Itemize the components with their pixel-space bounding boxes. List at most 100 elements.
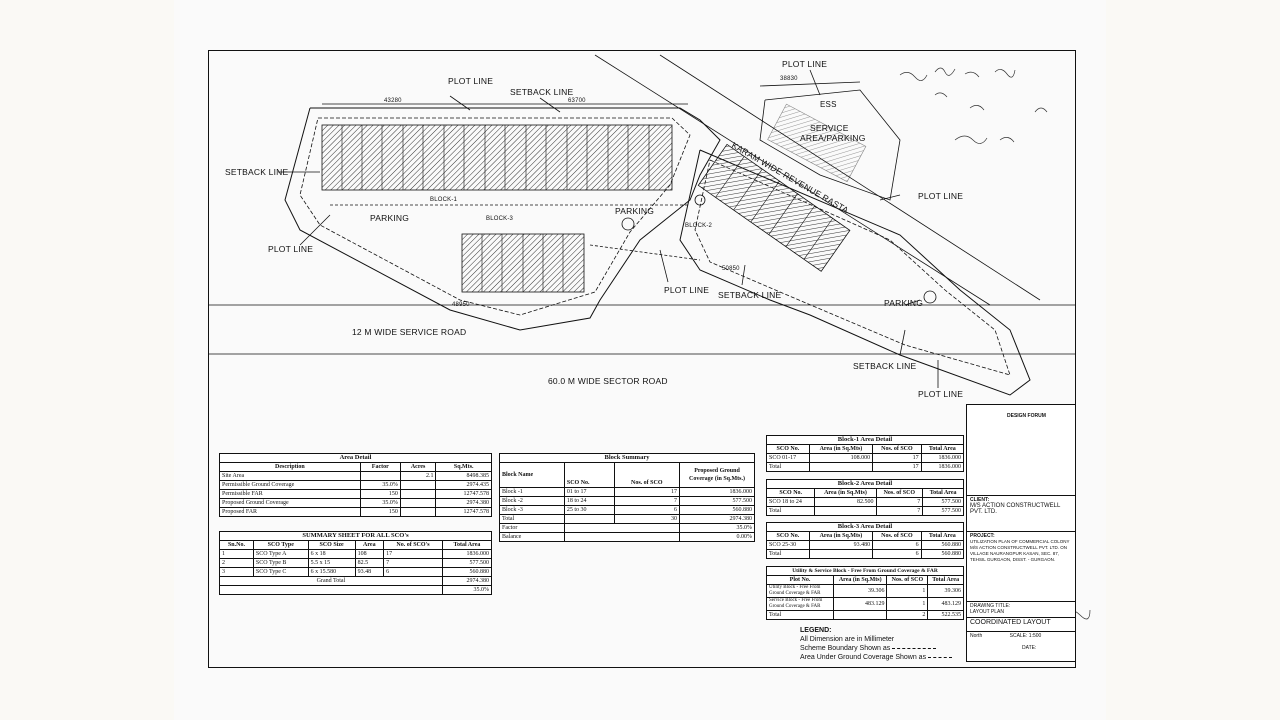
- cell: 1836.000: [441, 549, 493, 559]
- cell: 577.500: [679, 496, 755, 506]
- column-header: Nos. of SCO: [872, 531, 922, 541]
- block-3-label: BLOCK-3: [486, 216, 514, 222]
- cell: SCO Type C: [252, 567, 309, 577]
- sheet-border: [208, 50, 1076, 668]
- cell: [399, 507, 437, 517]
- cell: 18 to 24: [563, 496, 615, 506]
- cell: 1836.000: [920, 462, 965, 472]
- cell: 2: [886, 610, 929, 620]
- cell: 577.500: [441, 558, 493, 568]
- column-header: Total Area: [920, 444, 965, 454]
- cell: [399, 480, 437, 490]
- cell: 2974.380: [679, 514, 755, 524]
- rasta-edge-1: [594, 54, 991, 306]
- dimension-label: 38830: [780, 76, 798, 82]
- cell: 2974.380: [435, 498, 492, 508]
- column-header: Total Area: [441, 540, 493, 550]
- cell: 560.880: [679, 505, 755, 515]
- cell: 8498.385: [435, 471, 492, 481]
- cell: 7: [875, 506, 924, 516]
- plot-line-label: PLOT LINE: [918, 389, 964, 399]
- cell: 7: [613, 496, 680, 506]
- table-title: SUMMARY SHEET FOR ALL SCO's: [219, 531, 492, 541]
- cell: Block -1: [499, 487, 565, 497]
- cell: 82.500: [814, 497, 877, 507]
- cell: 82.5: [354, 558, 385, 568]
- block-2-label: BLOCK-2: [685, 223, 713, 229]
- dimension-label: 50850: [722, 266, 740, 272]
- grand-total-label: Grand Total: [219, 576, 443, 586]
- cell: SCO 18 to 24: [765, 497, 816, 507]
- column-header: Area (in Sq.Mts): [808, 444, 874, 454]
- cell: SCO Type A: [252, 549, 309, 559]
- table-title: Block Summary: [499, 453, 755, 463]
- legend: LEGEND: All Dimension are in Millimeter …: [800, 626, 953, 662]
- cell: 6: [872, 549, 922, 559]
- column-header: Area (in Sq.Mts): [814, 488, 877, 498]
- column-header: Sn.No.: [219, 540, 254, 550]
- cell: 6: [613, 505, 680, 515]
- area-detail-table: Area Detail Description Factor Acres Sq.…: [219, 453, 492, 517]
- cell: 17: [872, 453, 922, 463]
- cell: 35.0%: [679, 523, 755, 533]
- block-summary-table: Block Summary Block Name SCO No. Nos. of…: [499, 453, 755, 542]
- block-1-area-table: Block-1 Area Detail SCO No. Area (in Sq.…: [766, 435, 965, 472]
- project-row: PROJECT: UTILIZATION PLAN OF COMMERCIAL …: [967, 531, 1075, 601]
- cell: 1836.000: [679, 487, 755, 497]
- column-header: SCO No.: [765, 488, 816, 498]
- cell: 108.000: [808, 453, 874, 463]
- cell: 1836.000: [920, 453, 965, 463]
- cell: 483.129: [927, 597, 964, 611]
- block-3-area-table: Block-3 Area Detail SCO No. Area (in Sq.…: [766, 522, 965, 559]
- table-title: Block-2 Area Detail: [766, 479, 964, 489]
- cell: Factor: [499, 523, 565, 533]
- legend-item: Scheme Boundary Shown as: [800, 644, 952, 653]
- service-area-label: AREA/PARKING: [800, 133, 866, 143]
- cell: Permissible FAR: [219, 489, 361, 499]
- table-title: Utility & Service Block - Free From Grou…: [766, 566, 964, 576]
- right-margin: [1106, 0, 1280, 720]
- cell: 17: [872, 462, 922, 472]
- cell: 1: [886, 584, 929, 598]
- setback-line-label: SETBACK LINE: [510, 87, 574, 97]
- plot-line-label: PLOT LINE: [664, 285, 710, 295]
- table-row: Factor 35.0%: [499, 523, 755, 533]
- plot-boundary-east: [679, 149, 1031, 396]
- cell: 30: [613, 514, 680, 524]
- table-row: Utility Block - Free From Ground Coverag…: [766, 584, 964, 598]
- legend-item: All Dimension are in Millimeter: [800, 636, 895, 643]
- sector-road-label: 60.0 M WIDE SECTOR ROAD: [548, 376, 668, 386]
- service-road-label: 12 M WIDE SERVICE ROAD: [352, 327, 467, 337]
- cell: 93.480: [808, 540, 874, 550]
- cell: 6 x 18: [307, 549, 356, 559]
- column-header: Total Area: [920, 531, 965, 541]
- cell: Utility Block - Free From Ground Coverag…: [766, 584, 834, 598]
- rasta-edge-2: [659, 54, 1041, 301]
- firm-name: DESIGN FORUM: [1007, 413, 1046, 419]
- parking-label: PARKING: [370, 213, 410, 223]
- service-area-label: SERVICE: [810, 123, 849, 133]
- cell: 1: [886, 597, 929, 611]
- cell: 7: [875, 497, 924, 507]
- cell: 522.535: [927, 610, 964, 620]
- signature-stamps: [899, 67, 1091, 620]
- column-header: SCO Type: [252, 540, 309, 550]
- column-header: SCO No.: [563, 462, 615, 488]
- plot-boundary-main: [284, 107, 721, 331]
- setback-east: [694, 159, 1011, 376]
- plot-line-label: PLOT LINE: [782, 59, 828, 69]
- column-header: Nos. of SCO: [872, 444, 922, 454]
- cell: 2: [219, 558, 254, 568]
- plot-line-label: PLOT LINE: [448, 76, 494, 86]
- column-header: Nos. of SCO: [875, 488, 924, 498]
- cell: 17: [613, 487, 680, 497]
